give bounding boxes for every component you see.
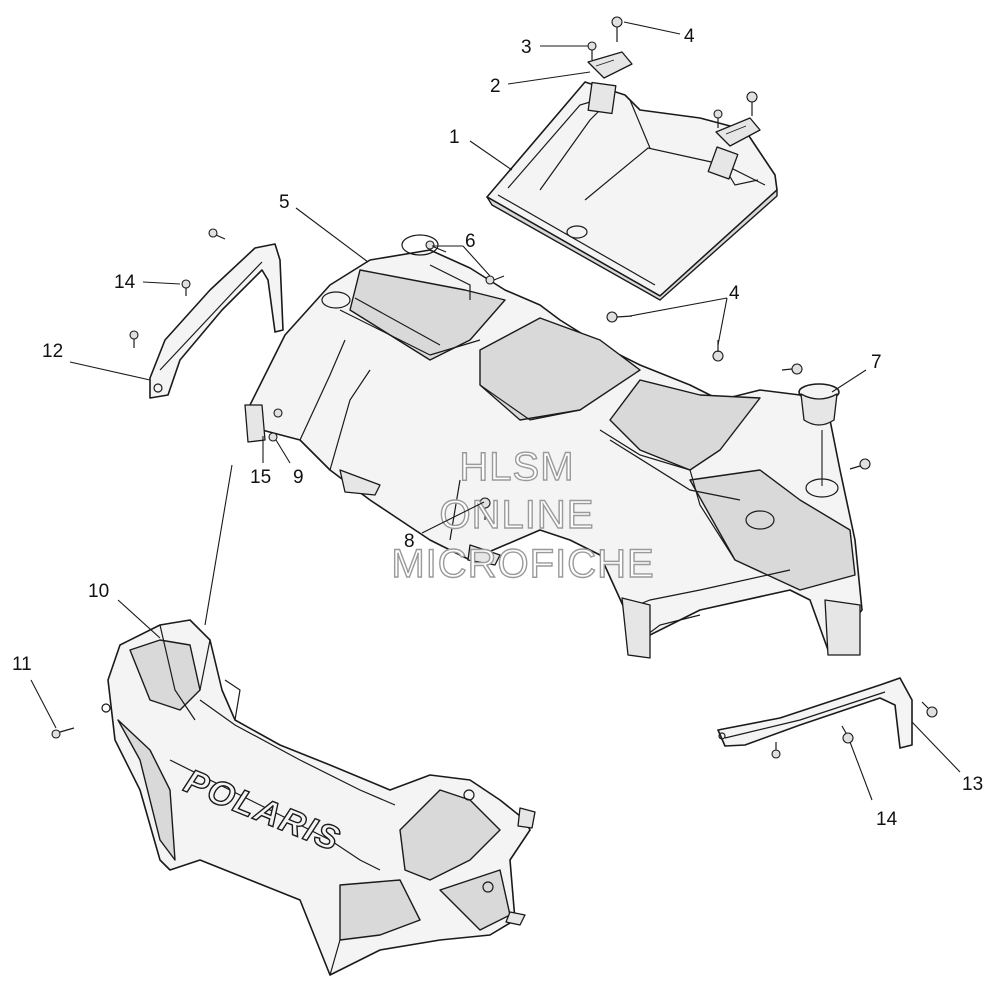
callout-1: 1 bbox=[449, 127, 460, 148]
callout-7: 7 bbox=[871, 352, 882, 373]
callout-12: 12 bbox=[42, 341, 63, 362]
callout-10: 10 bbox=[88, 581, 109, 602]
callout-15: 15 bbox=[250, 467, 271, 488]
callout-4-right: 4 bbox=[729, 283, 740, 304]
part-hinge-rear bbox=[715, 117, 761, 147]
callout-14-right: 14 bbox=[876, 809, 898, 830]
watermark: HLSM ONLINE MICROFICHE bbox=[391, 444, 655, 586]
callout-6: 6 bbox=[465, 231, 476, 252]
callout-14-left: 14 bbox=[114, 272, 136, 293]
part-cup-holder bbox=[798, 383, 840, 426]
callout-labels: 1 2 3 4 4 5 6 7 8 9 10 11 12 13 14 14 15 bbox=[12, 26, 983, 830]
part-hinge-front bbox=[587, 51, 633, 79]
callout-5: 5 bbox=[279, 192, 290, 213]
part-front-nose: POLARIS bbox=[101, 619, 536, 976]
callout-2: 2 bbox=[490, 76, 501, 97]
part-right-bracket bbox=[717, 677, 913, 749]
callout-13: 13 bbox=[962, 774, 983, 795]
watermark-line-1: HLSM bbox=[459, 445, 574, 489]
watermark-line-2: ONLINE bbox=[440, 493, 595, 537]
callout-8: 8 bbox=[404, 531, 415, 552]
callout-9: 9 bbox=[293, 467, 304, 488]
part-storage-lid bbox=[486, 81, 778, 301]
watermark-line-3: MICROFICHE bbox=[391, 542, 654, 586]
callout-11: 11 bbox=[12, 654, 32, 675]
fastener-screws-top bbox=[587, 16, 758, 128]
part-left-bracket bbox=[149, 243, 284, 399]
callout-4-top: 4 bbox=[684, 26, 695, 47]
leader-lines bbox=[30, 21, 961, 801]
fastener-screws-misc bbox=[51, 228, 938, 759]
callout-3: 3 bbox=[521, 37, 532, 58]
